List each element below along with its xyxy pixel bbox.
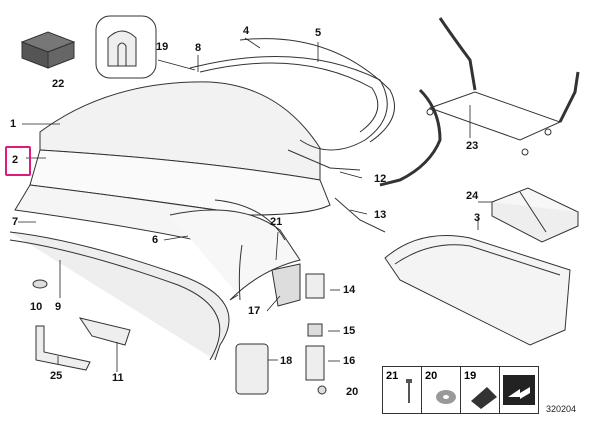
screw-icon xyxy=(406,379,412,403)
pad-icon xyxy=(471,387,497,409)
part-10-grommet xyxy=(32,279,48,289)
callout-11: 11 xyxy=(112,372,124,384)
callout-20: 20 xyxy=(346,386,359,398)
part-20-tape xyxy=(317,385,327,395)
callout-5: 5 xyxy=(315,27,322,39)
callout-8: 8 xyxy=(195,42,202,54)
leader-lines xyxy=(18,37,492,372)
part-13-strip xyxy=(334,197,386,233)
callout-14: 14 xyxy=(343,284,356,296)
part-25-bracket xyxy=(35,325,91,371)
legend-19-label: 19 xyxy=(464,370,477,382)
arrow-icon xyxy=(503,375,535,405)
part-17-guide xyxy=(271,263,301,307)
part-18-plate xyxy=(235,343,269,395)
part-16-hinge xyxy=(305,345,325,381)
part-1-top-cover xyxy=(14,81,331,251)
seal-strips xyxy=(189,38,442,187)
callout-10: 10 xyxy=(30,301,43,313)
part-15-clip xyxy=(307,323,323,337)
callout-9: 9 xyxy=(55,301,62,313)
legend-21-label: 21 xyxy=(386,370,399,382)
tape-roll-icon xyxy=(436,390,456,404)
callout-1: 1 xyxy=(10,118,17,130)
callout-12: 12 xyxy=(374,173,387,185)
part-22-box xyxy=(20,31,76,69)
callout-7: 7 xyxy=(12,216,19,228)
detail-19-clip xyxy=(95,15,157,79)
legend-arrow xyxy=(499,366,539,414)
callout-17: 17 xyxy=(248,305,261,317)
callout-13: 13 xyxy=(374,209,387,221)
callout-16: 16 xyxy=(343,355,356,367)
callout-22: 22 xyxy=(52,78,65,90)
legend-20-label: 20 xyxy=(425,370,438,382)
part-14-latch xyxy=(305,273,325,299)
part-6-side-panel xyxy=(169,199,301,301)
callout-19: 19 xyxy=(156,41,169,53)
callout-4: 4 xyxy=(243,25,250,37)
legend-21: 21 xyxy=(382,366,422,414)
callout-3: 3 xyxy=(474,212,481,224)
callout-25: 25 xyxy=(50,370,63,382)
part-7-9-rails xyxy=(9,231,230,361)
callout-24: 24 xyxy=(466,190,479,202)
legend-19: 19 xyxy=(460,366,500,414)
part-3-tray xyxy=(384,235,571,346)
callout-6: 6 xyxy=(152,234,159,246)
callout-23: 23 xyxy=(466,140,479,152)
part-11-bracket xyxy=(78,317,131,346)
legend-20: 20 xyxy=(421,366,461,414)
callout-15: 15 xyxy=(343,325,356,337)
callout-2: 2 xyxy=(12,154,19,166)
callout-21-top: 21 xyxy=(270,216,283,228)
figure-number: 320204 xyxy=(546,404,577,414)
part-24-pad xyxy=(490,187,580,243)
part-23-frame xyxy=(426,17,580,156)
callout-18: 18 xyxy=(280,355,293,367)
highlight-box xyxy=(5,146,31,176)
